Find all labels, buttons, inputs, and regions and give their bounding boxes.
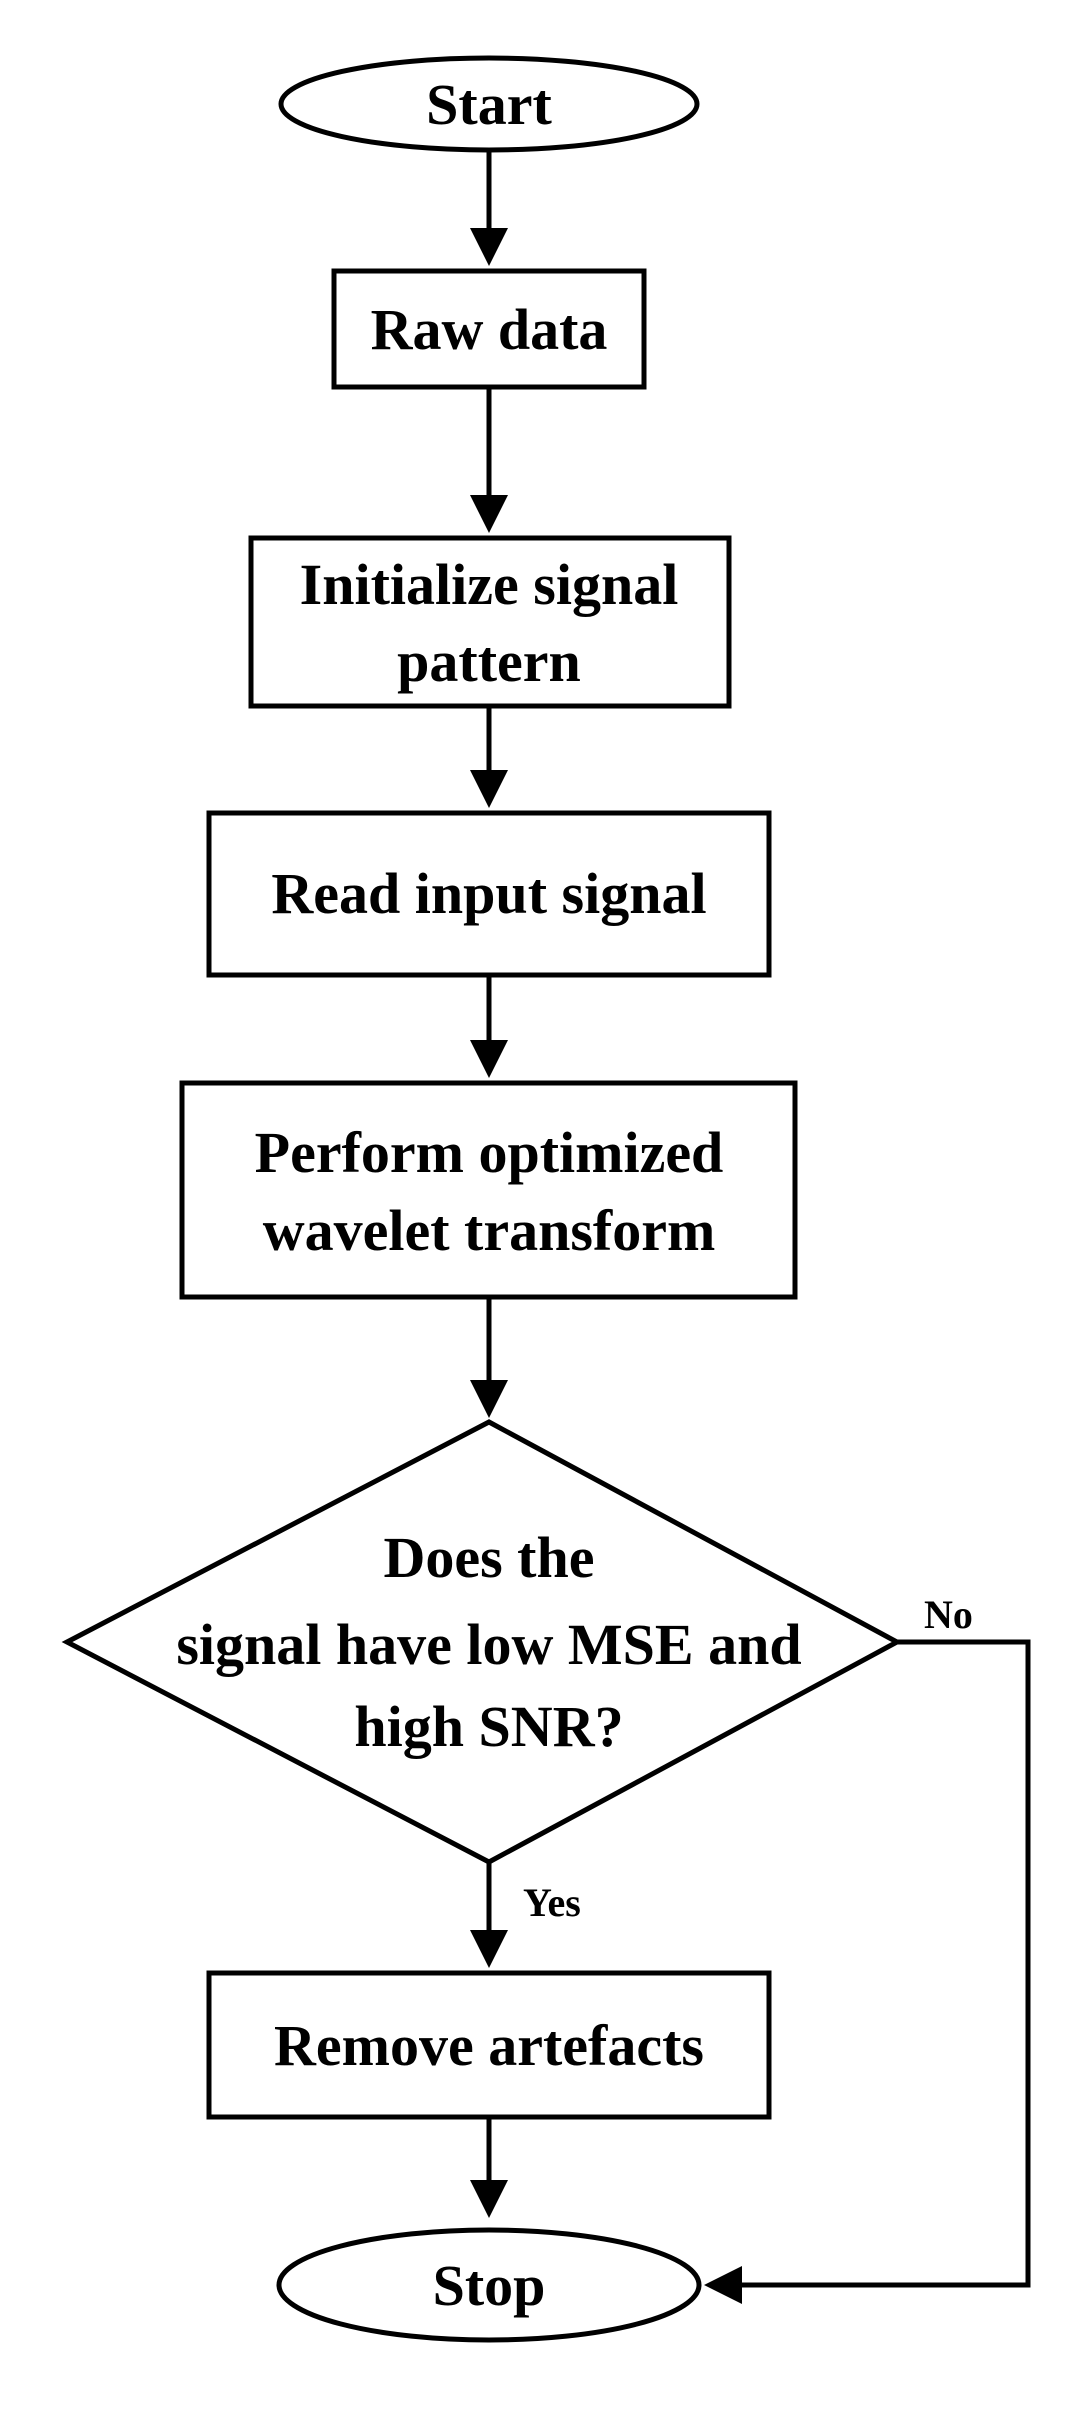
decision-label-line1: Does the	[383, 1525, 594, 1590]
arrowhead-perform-to-decision	[470, 1380, 508, 1418]
perform-box	[179, 1080, 798, 1300]
arrowhead-read-to-perform	[470, 1040, 508, 1078]
arrowhead-start-to-raw	[470, 228, 508, 266]
perform-label-line1: Perform optimized	[255, 1120, 724, 1185]
arrowhead-decision-to-remove	[470, 1930, 508, 1968]
read-input-label: Read input signal	[271, 861, 706, 926]
stop-terminal	[276, 2227, 702, 2343]
raw-data-box	[331, 268, 647, 390]
read-input-box	[206, 810, 772, 978]
remove-artefacts-label: Remove artefacts	[274, 2013, 704, 2078]
no-label: No	[924, 1592, 973, 1637]
start-label: Start	[426, 72, 552, 137]
perform-label-line2: wavelet transform	[263, 1198, 716, 1263]
arrowhead-remove-to-stop	[470, 2180, 508, 2218]
arrow-no-branch	[742, 1639, 1031, 2288]
stop-label: Stop	[433, 2253, 546, 2318]
start-terminal	[278, 55, 700, 153]
arrowhead-raw-to-init	[470, 495, 508, 533]
initialize-label-line2: pattern	[397, 629, 581, 694]
initialize-label-line1: Initialize signal	[300, 552, 679, 617]
decision-label-line3: high SNR?	[354, 1694, 623, 1759]
remove-artefacts-box	[206, 1970, 772, 2120]
initialize-box	[248, 535, 732, 709]
arrowhead-init-to-read	[470, 770, 508, 808]
decision-diamond	[61, 1419, 903, 1865]
arrowhead-no-branch	[704, 2266, 742, 2304]
decision-label-line2: signal have low MSE and	[176, 1612, 801, 1677]
raw-data-label: Raw data	[371, 297, 608, 362]
yes-label: Yes	[523, 1880, 581, 1925]
